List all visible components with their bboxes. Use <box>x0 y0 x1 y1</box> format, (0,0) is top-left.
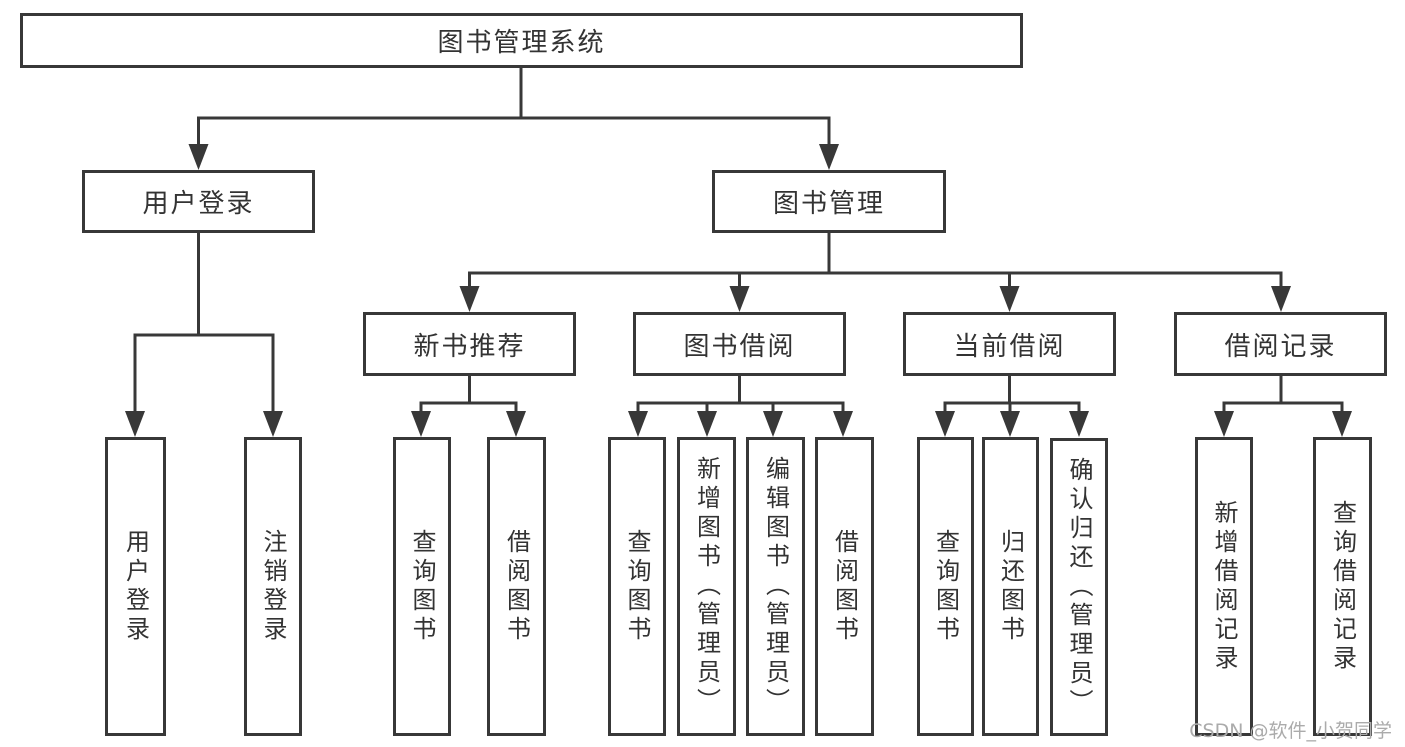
leaf-records-add-record: 新增借阅记录 <box>1195 437 1253 736</box>
leaf-rec-borrow-books: 借阅图书 <box>487 437 546 736</box>
leaf-borrow-add-books-admin: 新增图书（管理员） <box>677 437 736 736</box>
connector-mgmt-to-level3 <box>459 233 1291 312</box>
leaf-current-query-books: 查询图书 <box>917 437 974 736</box>
leaf-current-confirm-return-admin: 确认归还（管理员） <box>1050 438 1108 736</box>
leaf-logout-label: 注销登录 <box>259 528 287 645</box>
leaf-borrow-add-books-admin-label: 新增图书（管理员） <box>692 456 721 717</box>
leaf-current-return-books-label: 归还图书 <box>996 528 1025 645</box>
node-user-login-group-label: 用户登录 <box>142 189 255 219</box>
leaf-records-query-record: 查询借阅记录 <box>1313 437 1372 736</box>
leaf-rec-query-books-label: 查询图书 <box>408 528 436 645</box>
connector-borrow-to-leaves <box>628 376 853 437</box>
node-borrow-records-label: 借阅记录 <box>1224 331 1337 362</box>
csdn-watermark: CSDN @软件_小贺同学 <box>1189 720 1392 742</box>
node-new-book-recommend-label: 新书推荐 <box>413 331 526 362</box>
leaf-current-query-books-label: 查询图书 <box>931 528 960 645</box>
leaf-rec-query-books: 查询图书 <box>393 437 451 736</box>
node-user-login-group: 用户登录 <box>82 170 315 233</box>
leaf-user-login: 用户登录 <box>105 437 166 736</box>
node-book-management-label: 图书管理 <box>772 189 885 219</box>
node-new-book-recommend: 新书推荐 <box>363 312 576 376</box>
node-book-management: 图书管理 <box>712 170 946 233</box>
leaf-borrow-query-books: 查询图书 <box>608 437 666 736</box>
connector-records-to-leaves <box>1214 376 1352 437</box>
leaf-borrow-borrow-books-label: 借阅图书 <box>830 528 859 645</box>
connector-login-to-leaves <box>125 233 283 437</box>
node-current-borrowing-label: 当前借阅 <box>953 331 1066 362</box>
connector-rec-to-leaves <box>411 376 526 437</box>
node-book-borrowing: 图书借阅 <box>633 312 846 376</box>
connector-current-to-leaves <box>935 376 1089 437</box>
node-system-root: 图书管理系统 <box>20 13 1023 68</box>
node-book-borrowing-label: 图书借阅 <box>683 331 796 362</box>
leaf-borrow-edit-books-admin-label: 编辑图书（管理员） <box>761 456 790 717</box>
node-current-borrowing: 当前借阅 <box>903 312 1116 376</box>
leaf-rec-borrow-books-label: 借阅图书 <box>502 528 531 645</box>
leaf-records-query-record-label: 查询借阅记录 <box>1328 499 1357 674</box>
leaf-user-login-label: 用户登录 <box>121 528 150 645</box>
connector-root-to-level2 <box>188 68 839 170</box>
leaf-borrow-edit-books-admin: 编辑图书（管理员） <box>746 437 805 736</box>
leaf-logout: 注销登录 <box>244 437 302 736</box>
leaf-borrow-borrow-books: 借阅图书 <box>815 437 874 736</box>
node-borrow-records: 借阅记录 <box>1174 312 1387 376</box>
leaf-borrow-query-books-label: 查询图书 <box>623 528 651 645</box>
node-system-root-label: 图书管理系统 <box>437 28 606 58</box>
leaf-current-return-books: 归还图书 <box>982 437 1039 736</box>
leaf-current-confirm-return-admin-label: 确认归还（管理员） <box>1065 456 1093 718</box>
leaf-records-add-record-label: 新增借阅记录 <box>1210 499 1238 674</box>
